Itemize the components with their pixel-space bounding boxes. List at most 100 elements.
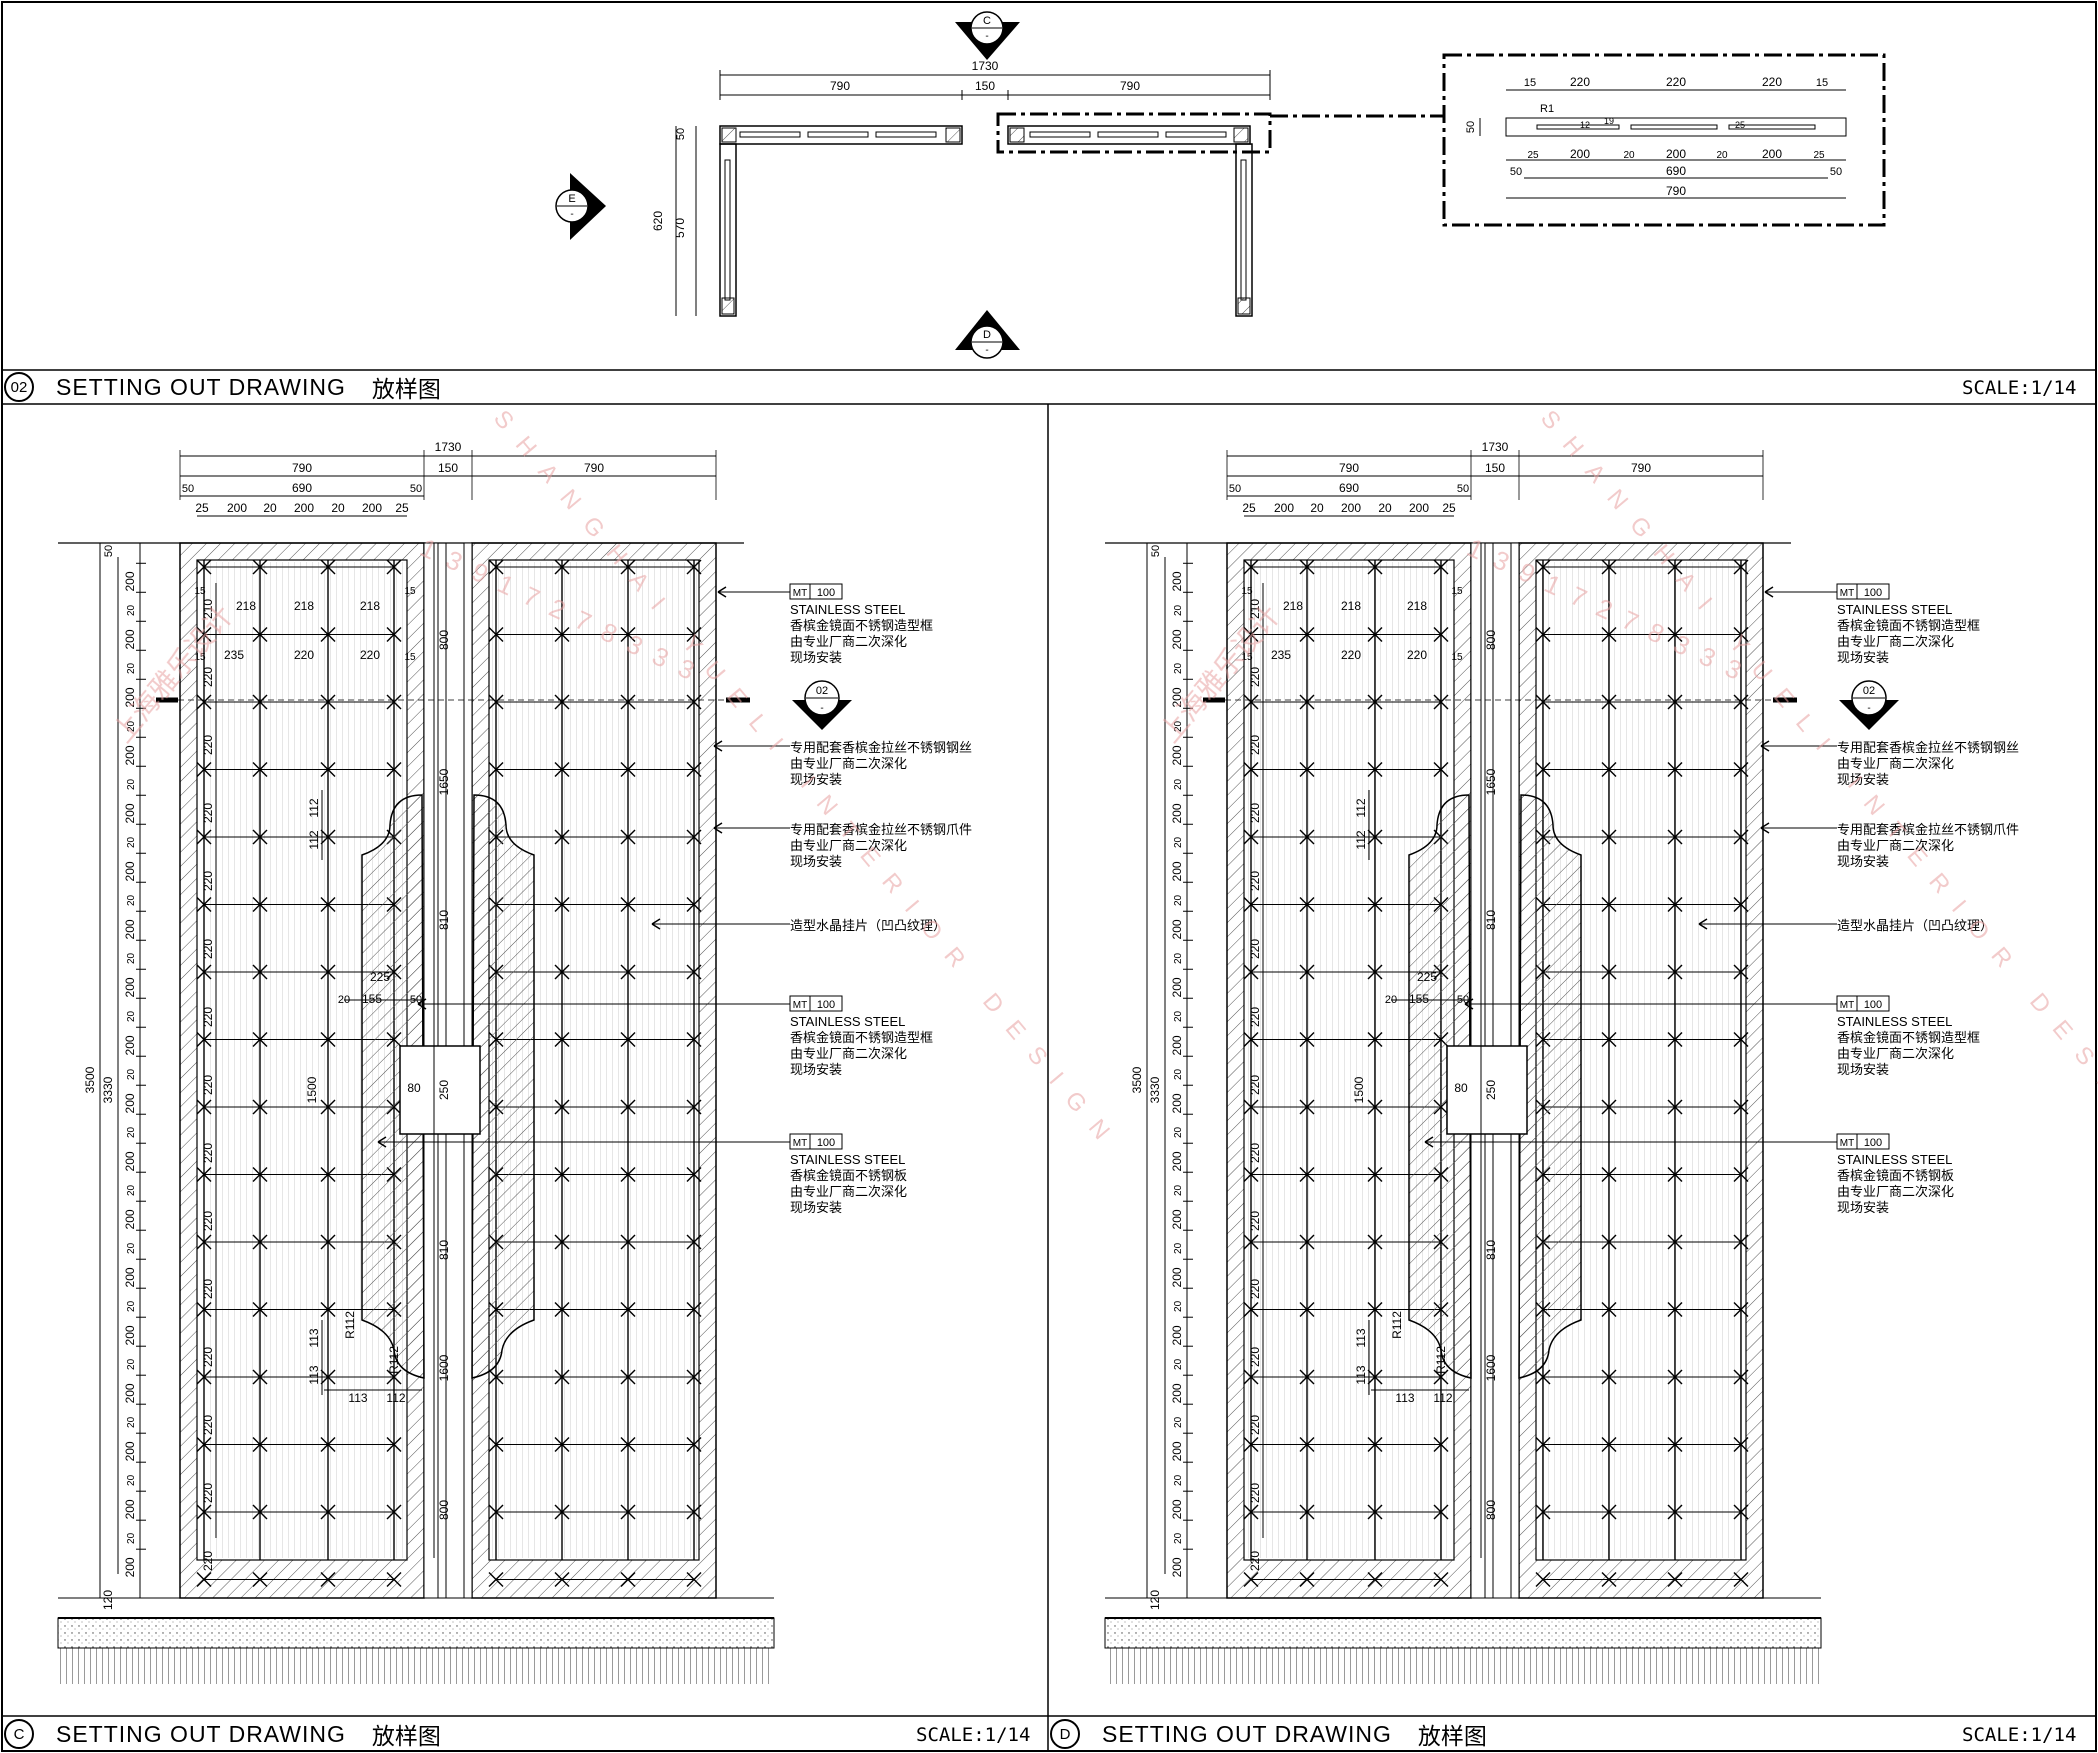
arch-panel: [471, 794, 535, 1379]
dim-center: 810: [1484, 1240, 1498, 1260]
dim-overall: 1730: [435, 440, 462, 454]
dim-row-spacing: 220: [1248, 1483, 1262, 1503]
annotation-text: 由专业厂商二次深化: [790, 838, 907, 853]
section-number: 02: [1863, 685, 1875, 697]
dim-bottom: 120: [1148, 1590, 1162, 1610]
dim-arch: 112: [307, 798, 321, 817]
dim-bottom: 120: [101, 1590, 115, 1610]
material-tag-label: MT: [793, 1138, 807, 1149]
dim-label: 200: [1274, 501, 1294, 515]
dim-center: 810: [437, 1240, 451, 1260]
svg-text:50: 50: [1465, 121, 1477, 133]
dim-rod-spacing: 20: [126, 894, 137, 906]
dim-center: 800: [437, 1500, 451, 1520]
view-letter-badge: D: [1050, 1719, 1080, 1749]
dim-label: 150: [1485, 461, 1505, 475]
annotation-text: 香槟金镜面不锈钢板: [790, 1168, 907, 1183]
dim-row-spacing: 220: [201, 667, 215, 687]
svg-text:12: 12: [1580, 120, 1590, 130]
dim-rod-spacing: 20: [1173, 952, 1184, 964]
dim-inner: 3330: [101, 1076, 115, 1103]
annotation-text: STAINLESS STEEL: [1837, 1014, 1952, 1029]
annotation-text: 现场安装: [1837, 772, 1889, 787]
dim-rod-spacing: 200: [1170, 977, 1184, 997]
dim-arch: 113: [307, 1328, 321, 1347]
dim-rod-spacing: 20: [126, 1010, 137, 1022]
dim-label: 690: [1339, 481, 1359, 495]
annotation-text: 由专业厂商二次深化: [1837, 838, 1954, 853]
dim-row-spacing: 220: [1248, 1211, 1262, 1231]
dim-rod-spacing: 20: [126, 1358, 137, 1370]
annotation-text: STAINLESS STEEL: [790, 602, 905, 617]
svg-text:20: 20: [1716, 150, 1728, 161]
section-marker-c: C -: [955, 11, 1020, 60]
svg-text:690: 690: [1666, 164, 1686, 178]
annotation-text: 专用配套香槟金拉丝不锈钢钢丝: [790, 740, 972, 755]
material-code: [809, 995, 843, 1012]
svg-text:-: -: [985, 31, 988, 42]
dim-rod-spacing: 20: [126, 662, 137, 674]
dim-row-spacing: 210: [1248, 599, 1262, 619]
svg-text:-: -: [985, 345, 988, 356]
dim-rod-spacing: 200: [1170, 1093, 1184, 1113]
dim-arch: 225: [1417, 970, 1437, 984]
annotation-text: 由专业厂商二次深化: [1837, 1046, 1954, 1061]
dim-arch: 112: [386, 1391, 405, 1405]
dim-arch: 20: [338, 994, 350, 1006]
view-title-cn: 放样图: [371, 1723, 441, 1749]
material-tag-label: MT: [1840, 1138, 1854, 1149]
dim-rod-spacing: 200: [123, 1093, 137, 1113]
dim-rod-spacing: 20: [126, 1242, 137, 1254]
dim-rod-spacing: 20: [1173, 1358, 1184, 1370]
dim-center: 1650: [437, 768, 451, 795]
view-scale: SCALE:1/14: [916, 1724, 1031, 1746]
annotation-text: 由专业厂商二次深化: [790, 1184, 907, 1199]
dim-center: 800: [1484, 1500, 1498, 1520]
dim-label: 790: [584, 461, 604, 475]
dim-depth-total: 620: [651, 211, 665, 231]
dim-rod-spacing: 20: [126, 778, 137, 790]
dim-label: 790: [1339, 461, 1359, 475]
dim-label: 15: [1241, 586, 1253, 597]
dim-overall: 1730: [1482, 440, 1509, 454]
dim-row-spacing: 220: [1248, 735, 1262, 755]
dim-arch: 112: [1433, 1391, 1452, 1405]
annotation-text: 专用配套香槟金拉丝不锈钢爪件: [790, 822, 972, 837]
dim-rod-spacing: 20: [126, 720, 137, 732]
dim-rod-spacing: 20: [1173, 1416, 1184, 1428]
dim-arch: 155: [1409, 992, 1429, 1006]
dim-rod-spacing: 200: [1170, 1499, 1184, 1519]
material-code-label: 100: [1864, 999, 1882, 1011]
dim-row-spacing: 220: [1248, 803, 1262, 823]
dim-top: 50: [103, 545, 115, 557]
dim-cell: 220: [1407, 648, 1427, 662]
dim-radius: R112: [343, 1311, 357, 1339]
dim-total: 3500: [83, 1066, 97, 1093]
dim-rod-spacing: 200: [1170, 745, 1184, 765]
dim-label: 50: [1229, 483, 1241, 495]
dim-rod-spacing: 200: [123, 1383, 137, 1403]
dim-cell: 218: [1283, 599, 1303, 613]
dim-label: 790: [292, 461, 312, 475]
dim-center: 800: [437, 630, 451, 650]
dim-rod-spacing: 200: [123, 745, 137, 765]
dim-rod-spacing: 20: [126, 1300, 137, 1312]
dim-rod-spacing: 200: [123, 919, 137, 939]
annotation-text: 造型水晶挂片（凹凸纹理）: [1837, 918, 1993, 933]
dim-arch: 112: [1354, 798, 1368, 817]
section-dash: -: [820, 703, 823, 714]
view-title: SETTING OUT DRAWING: [56, 373, 346, 400]
dim-label: 200: [1341, 501, 1361, 515]
dim-label: 200: [1409, 501, 1429, 515]
annotation-text: STAINLESS STEEL: [790, 1152, 905, 1167]
dim-arch: 20: [1385, 994, 1397, 1006]
dim-rod-spacing: 200: [123, 1209, 137, 1229]
dim-rod-spacing: 200: [123, 1035, 137, 1055]
dim-rod-spacing: 200: [123, 861, 137, 881]
dim-arch: 112: [307, 830, 321, 849]
dim-label: 790: [1631, 461, 1651, 475]
dim-rod-spacing: 200: [1170, 919, 1184, 939]
dim-rod-spacing: 200: [1170, 861, 1184, 881]
